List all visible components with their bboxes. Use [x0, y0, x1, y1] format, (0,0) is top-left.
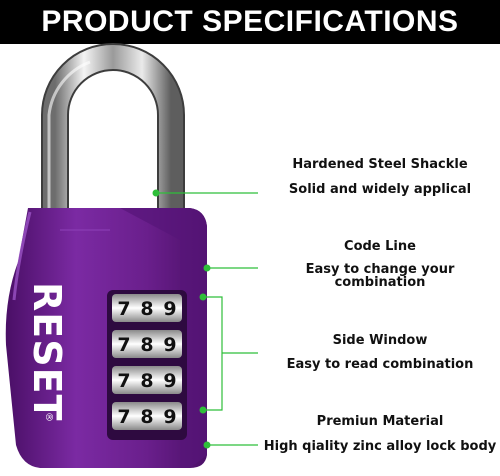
- spec-material-title: Premiun Material: [316, 414, 444, 429]
- dial-wheel: [112, 294, 182, 322]
- page-title: PRODUCT SPECIFICATIONS: [41, 5, 459, 38]
- dial-digit: 8: [140, 370, 153, 392]
- brand-logo: RESET: [25, 282, 69, 421]
- callout-dots: [152, 189, 211, 449]
- dial-digit: 7: [117, 406, 130, 428]
- dial-digit: 8: [140, 298, 153, 320]
- callout-dot: [152, 189, 160, 197]
- page-title-banner: PRODUCT SPECIFICATIONS: [0, 0, 500, 44]
- dial-wheel: [112, 330, 182, 358]
- dial-wheel: [112, 402, 182, 430]
- spec-window-title: Side Window: [332, 333, 428, 348]
- spec-shackle-detail: Solid and widely applical: [288, 182, 472, 197]
- spec-window-detail: Easy to read combination: [286, 357, 474, 372]
- dial-digit: 8: [140, 334, 153, 356]
- dial-digit: 9: [163, 370, 176, 392]
- dial-digit: 7: [117, 370, 130, 392]
- callout-lines: [156, 192, 258, 446]
- dial-digit: 8: [140, 406, 153, 428]
- spec-material-detail: High qiality zinc alloy lock body: [263, 439, 497, 454]
- spec-codeline-title: Code Line: [344, 239, 416, 254]
- callout-dot: [203, 441, 211, 449]
- dial-digit: 7: [117, 298, 130, 320]
- registered-mark: ®: [43, 412, 54, 422]
- callout-dot: [203, 264, 211, 272]
- dial-digit: 9: [163, 334, 176, 356]
- dial-digit: 7: [117, 334, 130, 356]
- spec-codeline-detail: Easy to change your combination: [305, 262, 455, 290]
- callout-dot: [199, 406, 207, 414]
- shackle: [41, 43, 185, 240]
- spec-shackle-title: Hardened Steel Shackle: [292, 157, 468, 172]
- dial-wheel: [112, 366, 182, 394]
- dial-digit: 9: [163, 406, 176, 428]
- callout-dot: [199, 293, 207, 301]
- dial-digit: 9: [163, 298, 176, 320]
